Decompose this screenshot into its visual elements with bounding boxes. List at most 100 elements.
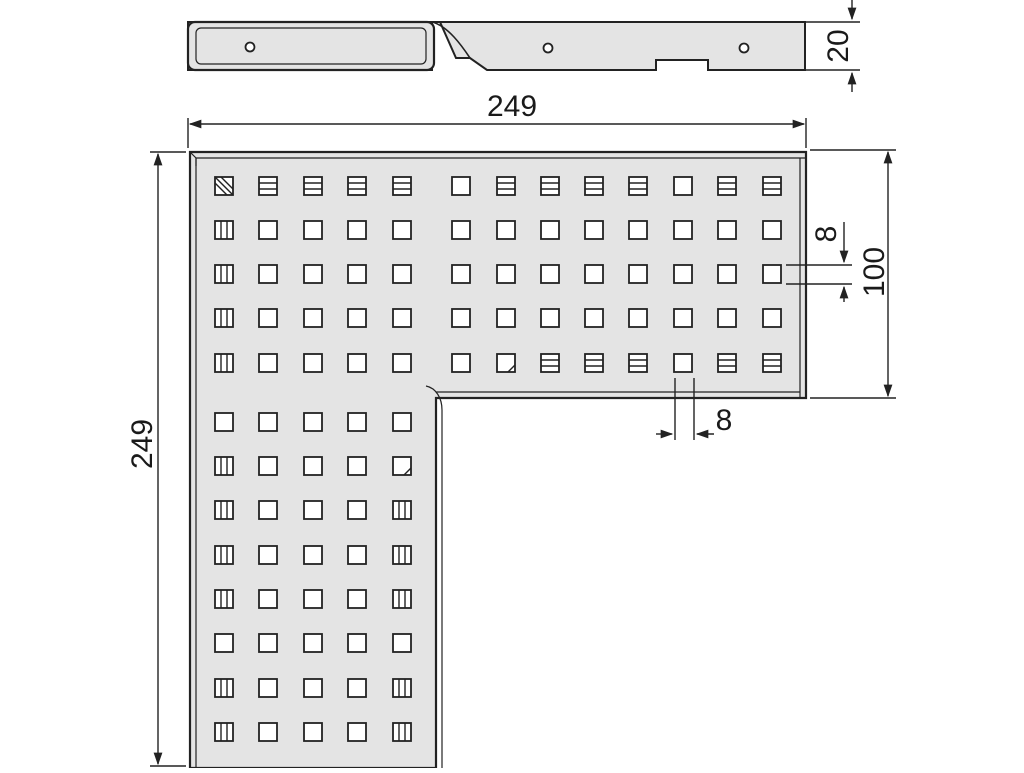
hole-grid <box>214 176 782 742</box>
mounting-hole-2 <box>542 42 554 54</box>
square-hole <box>303 353 323 373</box>
square-hole <box>717 264 737 284</box>
square-hole <box>347 722 367 742</box>
square-hole <box>540 220 560 240</box>
side-view-fold-inner <box>195 27 427 65</box>
corner-notch <box>189 151 197 166</box>
square-hole <box>392 722 412 742</box>
square-hole <box>258 722 278 742</box>
inner-corner <box>425 385 443 768</box>
square-hole <box>540 176 560 196</box>
square-hole <box>347 545 367 565</box>
square-hole <box>540 308 560 328</box>
square-hole <box>303 678 323 698</box>
square-hole <box>540 264 560 284</box>
square-hole <box>717 353 737 373</box>
plan-view <box>188 150 808 770</box>
square-hole <box>392 264 412 284</box>
square-hole <box>584 353 604 373</box>
hole-tab-line <box>507 364 516 373</box>
hole-tab-line <box>214 176 234 196</box>
dimension-hole-size <box>656 378 714 440</box>
square-hole <box>584 308 604 328</box>
square-hole <box>347 353 367 373</box>
square-hole <box>717 176 737 196</box>
square-hole <box>347 264 367 284</box>
square-hole <box>303 456 323 476</box>
dimension-label-20: 20 <box>822 29 855 62</box>
square-hole <box>258 589 278 609</box>
square-hole <box>496 220 516 240</box>
square-hole <box>392 589 412 609</box>
square-hole <box>673 353 693 373</box>
square-hole <box>628 264 648 284</box>
square-hole <box>258 456 278 476</box>
mounting-hole-3 <box>738 42 750 54</box>
square-hole <box>214 589 234 609</box>
l-plate <box>188 150 808 770</box>
square-hole <box>214 633 234 653</box>
side-view-fold <box>186 20 436 72</box>
square-hole <box>258 220 278 240</box>
square-hole <box>258 545 278 565</box>
square-hole <box>762 353 782 373</box>
dimension-arm-100 <box>810 149 896 399</box>
dimension-label-100: 100 <box>858 247 891 297</box>
side-view-bend <box>431 21 471 59</box>
square-hole <box>762 308 782 328</box>
square-hole <box>673 176 693 196</box>
square-hole <box>451 220 471 240</box>
square-hole <box>258 353 278 373</box>
square-hole <box>496 264 516 284</box>
square-hole <box>717 308 737 328</box>
square-hole <box>347 456 367 476</box>
square-hole <box>258 500 278 520</box>
square-hole <box>347 678 367 698</box>
dimension-height-20 <box>806 0 860 92</box>
square-hole <box>258 308 278 328</box>
square-hole <box>303 176 323 196</box>
square-hole <box>303 633 323 653</box>
square-hole <box>347 589 367 609</box>
square-hole <box>673 220 693 240</box>
square-hole <box>496 353 516 373</box>
hole-tab-line <box>214 182 228 196</box>
square-hole <box>258 633 278 653</box>
square-hole <box>496 176 516 196</box>
square-hole <box>717 220 737 240</box>
dimension-label-249-left: 249 <box>126 419 159 469</box>
square-hole <box>303 308 323 328</box>
square-hole <box>214 722 234 742</box>
square-hole <box>347 308 367 328</box>
square-hole <box>214 456 234 476</box>
square-hole <box>214 353 234 373</box>
dimension-label-pitch-8: 8 <box>810 226 843 243</box>
square-hole <box>392 220 412 240</box>
square-hole <box>303 220 323 240</box>
square-hole <box>214 308 234 328</box>
dimension-height-249 <box>150 151 186 767</box>
square-hole <box>214 220 234 240</box>
square-hole <box>628 220 648 240</box>
hole-tab-line <box>220 176 234 190</box>
square-hole <box>347 633 367 653</box>
square-hole <box>347 220 367 240</box>
square-hole <box>496 308 516 328</box>
square-hole <box>303 589 323 609</box>
square-hole <box>258 264 278 284</box>
square-hole <box>762 176 782 196</box>
square-hole <box>451 353 471 373</box>
square-hole <box>214 545 234 565</box>
square-hole <box>347 176 367 196</box>
square-hole <box>628 353 648 373</box>
dimension-label-249-top: 249 <box>487 90 537 123</box>
square-hole <box>762 264 782 284</box>
square-hole <box>303 264 323 284</box>
square-hole <box>392 176 412 196</box>
square-hole <box>214 500 234 520</box>
square-hole <box>673 264 693 284</box>
square-hole <box>214 678 234 698</box>
mounting-hole-1 <box>244 41 256 53</box>
